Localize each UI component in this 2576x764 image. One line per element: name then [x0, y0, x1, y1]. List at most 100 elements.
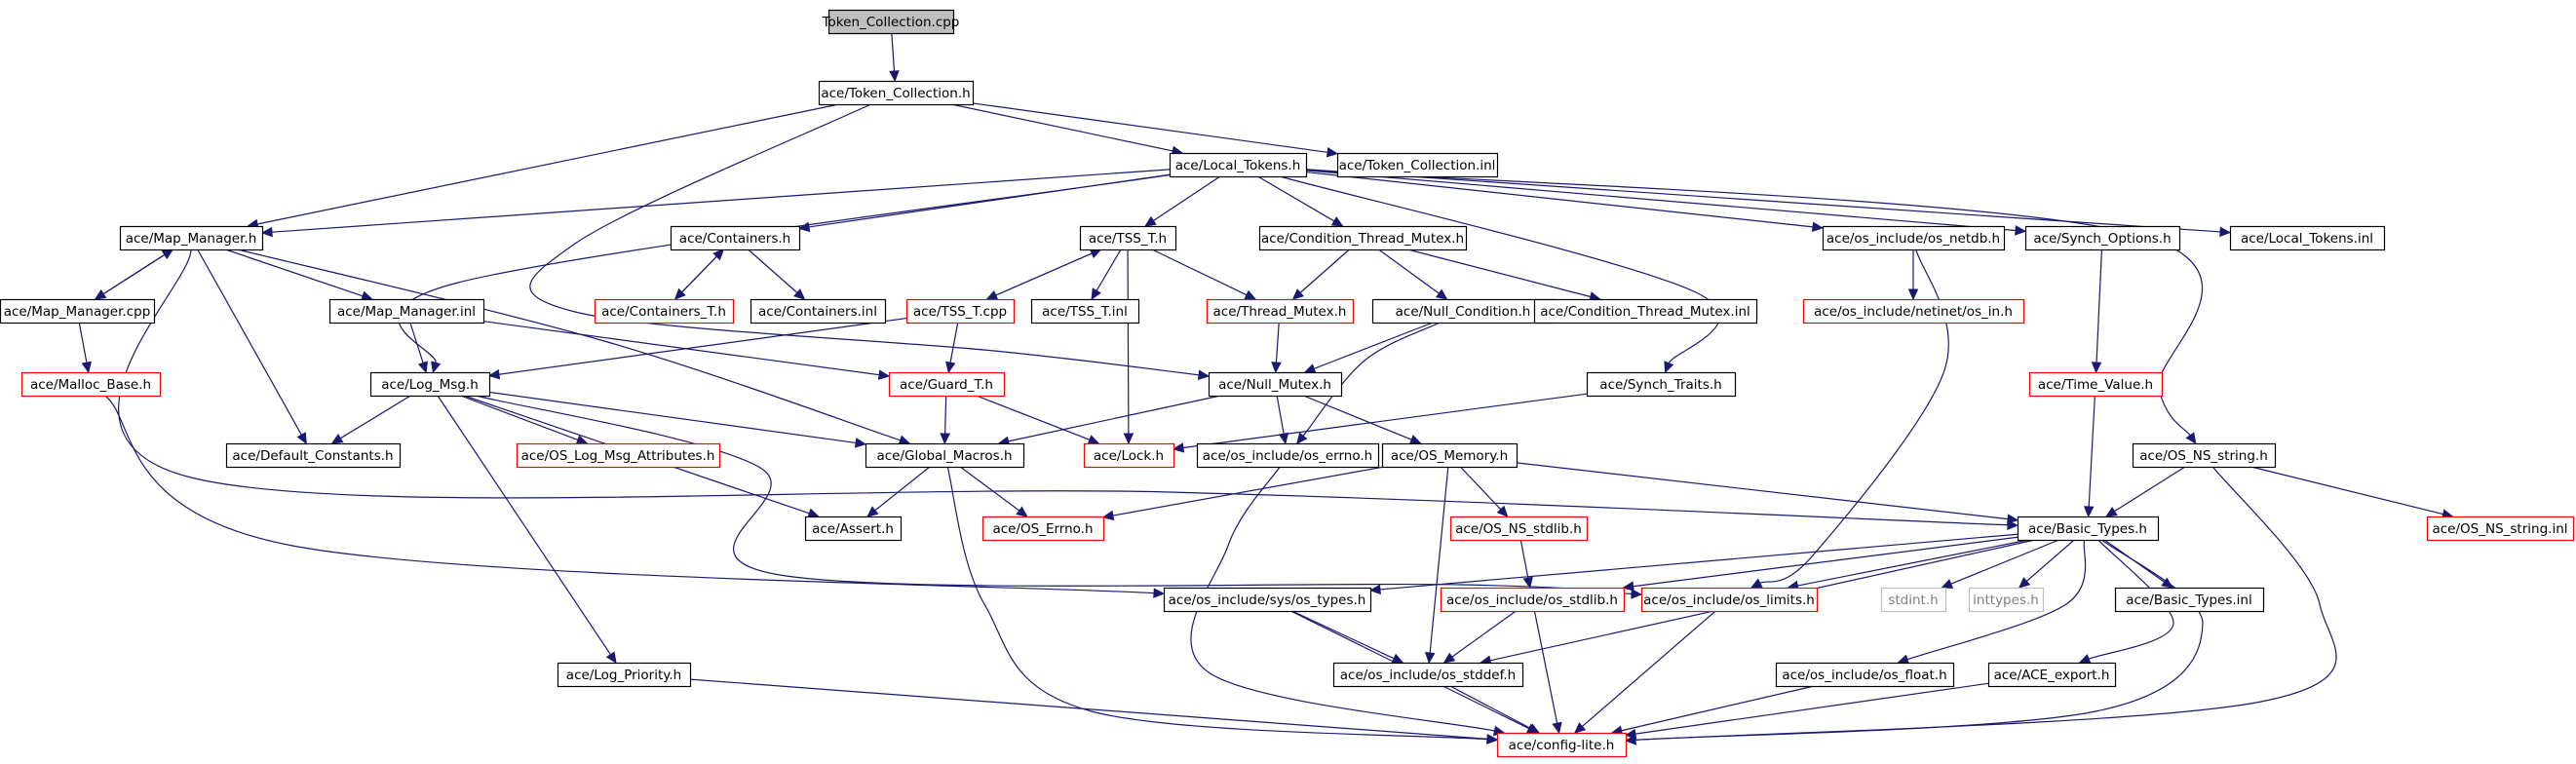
node-box[interactable]: [1079, 225, 1177, 251]
node-token_collection_cpp[interactable]: Token_Collection.cpp: [822, 9, 960, 35]
node-box[interactable]: [2024, 225, 2181, 251]
node-token_collection_inl[interactable]: ace/Token_Collection.inl: [1336, 152, 1499, 178]
node-null_mutex_h[interactable]: ace/Null_Mutex.h: [1208, 371, 1343, 398]
node-null_condition_h[interactable]: ace/Null_Condition.h: [1371, 298, 1556, 325]
node-map_manager_cpp[interactable]: ace/Map_Manager.cpp: [0, 298, 156, 325]
node-os_stdlib_h[interactable]: ace/os_include/os_stdlib.h: [1440, 587, 1626, 613]
node-log_msg_h[interactable]: ace/Log_Msg.h: [369, 371, 491, 398]
node-box[interactable]: [1083, 442, 1175, 469]
node-box[interactable]: [888, 371, 1006, 398]
node-containers_h[interactable]: ace/Containers.h: [670, 225, 801, 251]
node-lock_h[interactable]: ace/Lock.h: [1083, 442, 1175, 469]
node-tss_t_cpp[interactable]: ace/TSS_T.cpp: [905, 298, 1016, 325]
node-box[interactable]: [2426, 516, 2575, 542]
node-basic_types_h[interactable]: ace/Basic_Types.h: [2017, 516, 2160, 542]
node-thread_mutex_h[interactable]: ace/Thread_Mutex.h: [1206, 298, 1355, 325]
node-box[interactable]: [1968, 587, 2045, 613]
node-box[interactable]: [1336, 152, 1499, 178]
node-containers_inl[interactable]: ace/Containers.inl: [750, 298, 887, 325]
node-map_manager_h[interactable]: ace/Map_Manager.h: [119, 225, 264, 251]
node-containers_t_h[interactable]: ace/Containers_T.h: [594, 298, 735, 325]
node-box[interactable]: [1496, 732, 1628, 758]
node-log_priority_h[interactable]: ace/Log_Priority.h: [557, 662, 692, 688]
node-box[interactable]: [2017, 516, 2160, 542]
node-box[interactable]: [1332, 662, 1524, 688]
node-os_ns_stdlib_h[interactable]: ace/OS_NS_stdlib.h: [1449, 516, 1589, 542]
node-box[interactable]: [1775, 662, 1955, 688]
node-tss_t_h[interactable]: ace/TSS_T.h: [1079, 225, 1177, 251]
node-time_value_h[interactable]: ace/Time_Value.h: [2028, 371, 2164, 398]
node-box[interactable]: [1533, 298, 1758, 325]
node-box[interactable]: [2028, 371, 2164, 398]
node-os_stddef_h[interactable]: ace/os_include/os_stddef.h: [1332, 662, 1524, 688]
node-box[interactable]: [827, 9, 955, 35]
node-os_limits_h[interactable]: ace/os_include/os_limits.h: [1640, 587, 1819, 613]
node-netinet_os_in_h[interactable]: ace/os_include/netinet/os_in.h: [1802, 298, 2025, 325]
node-box[interactable]: [594, 298, 735, 325]
node-box[interactable]: [1822, 225, 2006, 251]
node-box[interactable]: [1449, 516, 1589, 542]
node-box[interactable]: [557, 662, 692, 688]
node-map_manager_inl[interactable]: ace/Map_Manager.inl: [328, 298, 485, 325]
node-box[interactable]: [369, 371, 491, 398]
node-box[interactable]: [20, 371, 162, 398]
node-box[interactable]: [0, 298, 156, 325]
node-box[interactable]: [1802, 298, 2025, 325]
node-box[interactable]: [1163, 587, 1372, 613]
node-box[interactable]: [905, 298, 1016, 325]
node-os_ns_string_h[interactable]: ace/OS_NS_string.h: [2132, 442, 2277, 469]
node-default_constants_h[interactable]: ace/Default_Constants.h: [225, 442, 402, 469]
node-box[interactable]: [1169, 152, 1308, 178]
node-box[interactable]: [2229, 225, 2386, 251]
node-box[interactable]: [225, 442, 402, 469]
node-box[interactable]: [2114, 587, 2265, 613]
node-box[interactable]: [1586, 371, 1737, 398]
node-box[interactable]: [1208, 371, 1343, 398]
node-inttypes_h[interactable]: inttypes.h: [1968, 587, 2045, 613]
node-os_float_h[interactable]: ace/os_include/os_float.h: [1775, 662, 1955, 688]
node-token_collection_h[interactable]: ace/Token_Collection.h: [818, 80, 975, 106]
node-box[interactable]: [818, 80, 975, 106]
node-os_ns_string_inl[interactable]: ace/OS_NS_string.inl: [2426, 516, 2575, 542]
node-ace_export_h[interactable]: ace/ACE_export.h: [1987, 662, 2117, 688]
node-tss_t_inl[interactable]: ace/TSS_T.inl: [1030, 298, 1140, 325]
node-os_log_msg_attributes_h[interactable]: ace/OS_Log_Msg_Attributes.h: [516, 442, 721, 469]
node-box[interactable]: [1371, 298, 1556, 325]
node-assert_h[interactable]: ace/Assert.h: [804, 516, 903, 542]
node-malloc_base_h[interactable]: ace/Malloc_Base.h: [20, 371, 162, 398]
node-box[interactable]: [1258, 225, 1468, 251]
node-box[interactable]: [981, 516, 1105, 542]
node-synch_traits_h[interactable]: ace/Synch_Traits.h: [1586, 371, 1737, 398]
node-box[interactable]: [804, 516, 903, 542]
node-box[interactable]: [670, 225, 801, 251]
node-box[interactable]: [1030, 298, 1140, 325]
node-os_errno_h[interactable]: ace/os_include/os_errno.h: [1196, 442, 1380, 469]
node-box[interactable]: [328, 298, 485, 325]
node-condition_thread_mutex_inl[interactable]: ace/Condition_Thread_Mutex.inl: [1533, 298, 1758, 325]
node-box[interactable]: [1640, 587, 1819, 613]
node-os_memory_h[interactable]: ace/OS_Memory.h: [1381, 442, 1519, 469]
node-local_tokens_inl[interactable]: ace/Local_Tokens.inl: [2229, 225, 2386, 251]
node-os_netdb_h[interactable]: ace/os_include/os_netdb.h: [1822, 225, 2006, 251]
node-box[interactable]: [516, 442, 721, 469]
node-guard_t_h[interactable]: ace/Guard_T.h: [888, 371, 1006, 398]
node-box[interactable]: [1880, 587, 1947, 613]
node-config_lite_h[interactable]: ace/config-lite.h: [1496, 732, 1628, 758]
node-box[interactable]: [1206, 298, 1355, 325]
node-os_errno_ace_h[interactable]: ace/OS_Errno.h: [981, 516, 1105, 542]
node-condition_thread_mutex_h[interactable]: ace/Condition_Thread_Mutex.h: [1258, 225, 1468, 251]
node-box[interactable]: [865, 442, 1025, 469]
node-sys_os_types_h[interactable]: ace/os_include/sys/os_types.h: [1163, 587, 1372, 613]
node-box[interactable]: [1196, 442, 1380, 469]
node-stdint_h[interactable]: stdint.h: [1880, 587, 1947, 613]
node-global_macros_h[interactable]: ace/Global_Macros.h: [865, 442, 1025, 469]
node-basic_types_inl[interactable]: ace/Basic_Types.inl: [2114, 587, 2265, 613]
node-local_tokens_h[interactable]: ace/Local_Tokens.h: [1169, 152, 1308, 178]
node-box[interactable]: [1440, 587, 1626, 613]
node-box[interactable]: [750, 298, 887, 325]
node-box[interactable]: [2132, 442, 2277, 469]
node-box[interactable]: [1381, 442, 1519, 469]
node-box[interactable]: [1987, 662, 2117, 688]
node-synch_options_h[interactable]: ace/Synch_Options.h: [2024, 225, 2181, 251]
node-box[interactable]: [119, 225, 264, 251]
